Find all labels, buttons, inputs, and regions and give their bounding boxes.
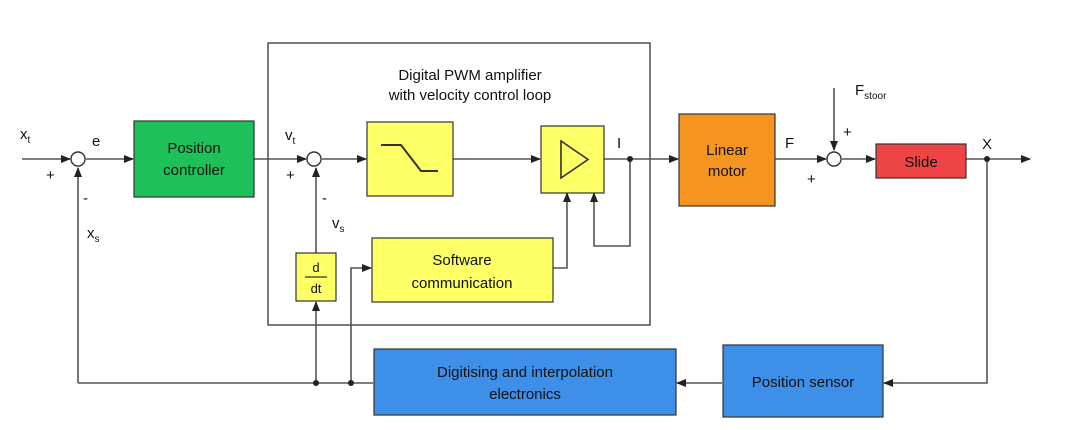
summing-junction-3 [826,151,842,167]
filter-block [366,121,454,197]
force-label: F [785,135,794,152]
summing-junction-2 [306,151,322,167]
current-label: I [617,135,621,152]
amplifier-gain-block [540,125,605,194]
linear-motor-block: Linear motor [678,113,776,207]
xt-label: xt [20,126,31,146]
lowpass-filter-icon [381,144,438,172]
xs-label: xs [87,225,100,245]
derivative-denominator: dt [311,281,322,296]
digitising-label-2: electronics [489,386,561,403]
linear-motor-label-2: motor [708,163,746,180]
derivative-numerator: d [312,260,319,275]
position-sensor-label: Position sensor [752,374,855,391]
output-x-label: X [982,136,992,153]
plus-sign-1: + [46,167,55,184]
amplifier-title-line2: with velocity control loop [388,87,552,104]
slide-block: Slide [875,143,967,179]
plus-sign-4: + [843,124,852,141]
vs-label: vs [332,215,345,235]
position-sensor-block: Position sensor [722,344,884,418]
minus-sign-2: - [322,190,327,207]
amplifier-box [267,42,651,326]
software-communication-block: Software communication [371,237,554,303]
software-communication-label-2: communication [412,275,513,292]
error-label: e [92,133,100,150]
fstoor-label: Fstoor [855,82,887,102]
linear-motor-label-1: Linear [706,142,748,159]
position-controller-label-2: controller [163,162,225,179]
vt-label: vt [285,127,296,147]
amplifier-title-line1: Digital PWM amplifier [398,67,541,84]
amplifier-triangle-icon [560,139,590,180]
digitising-block: Digitising and interpolation electronics [373,348,677,416]
digitising-label-1: Digitising and interpolation [437,364,613,381]
minus-sign-1: - [83,190,88,207]
plus-sign-3: + [807,171,816,188]
position-controller-block: Position controller [133,120,255,198]
derivative-block: d dt [295,252,337,302]
position-controller-label-1: Position [167,140,220,157]
signal-labels: xt e + - xs vt + - vs I F + + Fstoor X [20,82,992,245]
software-communication-label-1: Software [432,252,491,269]
junction-dots [313,156,990,386]
plus-sign-2: + [286,167,295,184]
summing-junction-1 [70,151,86,167]
signal-wires [22,88,1031,387]
slide-label: Slide [904,154,937,171]
